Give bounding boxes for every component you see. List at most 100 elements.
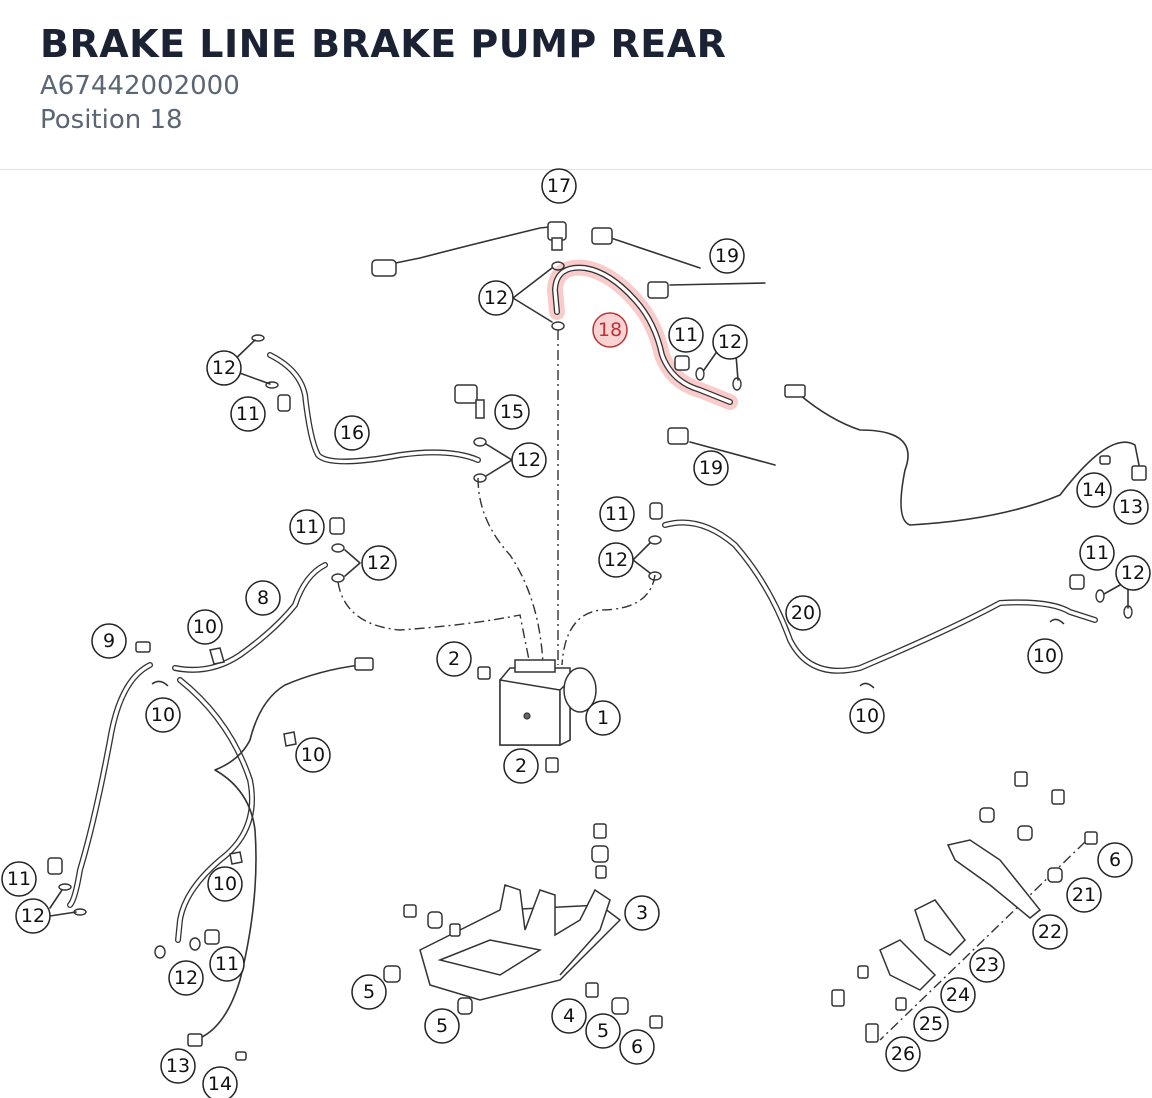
callout-10-a[interactable]: 10 (187, 609, 223, 645)
svg-text:26: 26 (891, 1043, 915, 1065)
svg-text:22: 22 (1038, 921, 1062, 943)
callout-18-highlighted[interactable]: 18 (592, 312, 628, 348)
svg-text:12: 12 (484, 287, 508, 309)
svg-text:8: 8 (257, 587, 269, 609)
svg-text:23: 23 (975, 954, 999, 976)
callout-12-bottom-left[interactable]: 12 (15, 898, 51, 934)
callout-11-far-right[interactable]: 11 (1079, 535, 1115, 571)
callout-12-right-mid[interactable]: 12 (598, 542, 634, 578)
svg-text:17: 17 (547, 175, 571, 197)
svg-text:10: 10 (855, 705, 879, 727)
small-fittings (47, 221, 1147, 1061)
callout-12-left-top[interactable]: 12 (206, 350, 242, 386)
svg-text:12: 12 (604, 549, 628, 571)
callout-10-f[interactable]: 10 (207, 866, 243, 902)
callout-11-bottom-mid[interactable]: 11 (209, 946, 245, 982)
callout-1[interactable]: 1 (585, 700, 621, 736)
callout-13-right[interactable]: 13 (1113, 489, 1149, 525)
rear-bracket-assembly[interactable] (879, 839, 1042, 991)
brake-lines (67, 225, 1141, 1041)
callout-4[interactable]: 4 (551, 998, 587, 1034)
abs-pump-unit[interactable] (499, 659, 597, 747)
svg-text:11: 11 (295, 516, 319, 538)
callout-5-b[interactable]: 5 (424, 1008, 460, 1044)
callout-6-bottom[interactable]: 6 (619, 1029, 655, 1065)
svg-text:19: 19 (699, 457, 723, 479)
callout-22[interactable]: 22 (1032, 914, 1068, 950)
callout-12-top[interactable]: 12 (478, 280, 514, 316)
callout-26[interactable]: 26 (885, 1036, 921, 1072)
callout-2-bottom[interactable]: 2 (503, 748, 539, 784)
callout-10-e[interactable]: 10 (295, 737, 331, 773)
svg-text:11: 11 (236, 403, 260, 425)
svg-text:10: 10 (151, 704, 175, 726)
callout-5-c[interactable]: 5 (585, 1013, 621, 1049)
highlight-part-18[interactable] (547, 259, 738, 410)
svg-text:12: 12 (212, 357, 236, 379)
svg-text:12: 12 (21, 905, 45, 927)
svg-text:21: 21 (1072, 884, 1096, 906)
svg-text:10: 10 (213, 873, 237, 895)
callout-11-bottom-left[interactable]: 11 (1, 861, 37, 897)
svg-text:5: 5 (597, 1020, 609, 1042)
svg-text:6: 6 (631, 1036, 643, 1058)
callout-12-bottom-mid[interactable]: 12 (168, 960, 204, 996)
callout-21[interactable]: 21 (1066, 877, 1102, 913)
callout-25[interactable]: 25 (913, 1006, 949, 1042)
svg-text:6: 6 (1109, 849, 1121, 871)
svg-text:11: 11 (674, 324, 698, 346)
header: BRAKE LINE BRAKE PUMP REAR A67442002000 … (0, 0, 1152, 170)
callout-12-right-top[interactable]: 12 (712, 324, 748, 360)
svg-text:19: 19 (715, 245, 739, 267)
callout-11-left-top[interactable]: 11 (230, 396, 266, 432)
callout-23[interactable]: 23 (969, 947, 1005, 983)
callout-24[interactable]: 24 (940, 977, 976, 1013)
svg-text:10: 10 (1033, 645, 1057, 667)
callout-14-right[interactable]: 14 (1076, 472, 1112, 508)
callout-12-left-mid[interactable]: 12 (361, 545, 397, 581)
callout-11-right-top[interactable]: 11 (668, 317, 704, 353)
callout-20[interactable]: 20 (785, 595, 821, 631)
callout-2-top[interactable]: 2 (436, 641, 472, 677)
callout-11-left-mid[interactable]: 11 (289, 509, 325, 545)
callout-17[interactable]: 17 (541, 168, 577, 204)
callout-15[interactable]: 15 (494, 394, 530, 430)
callout-19-mid[interactable]: 19 (693, 450, 729, 486)
callout-3[interactable]: 3 (624, 895, 660, 931)
callout-10-b[interactable]: 10 (1027, 638, 1063, 674)
callout-8[interactable]: 8 (245, 580, 281, 616)
svg-text:12: 12 (517, 449, 541, 471)
svg-text:11: 11 (1085, 542, 1109, 564)
callout-16[interactable]: 16 (334, 415, 370, 451)
part-number: A67442002000 (40, 71, 240, 101)
svg-text:20: 20 (791, 602, 815, 624)
svg-text:2: 2 (448, 648, 460, 670)
leader-lines (49, 267, 1129, 917)
callout-6-right[interactable]: 6 (1097, 842, 1133, 878)
svg-text:12: 12 (718, 331, 742, 353)
svg-text:2: 2 (515, 755, 527, 777)
callout-19-top[interactable]: 19 (709, 238, 745, 274)
callout-12-mid[interactable]: 12 (511, 442, 547, 478)
callout-11-right-mid[interactable]: 11 (599, 496, 635, 532)
callout-13-bottom[interactable]: 13 (160, 1048, 196, 1084)
svg-text:1: 1 (597, 707, 609, 729)
svg-text:15: 15 (500, 401, 524, 423)
callouts: 17 19 12 18 11 12 12 11 15 16 12 19 14 1… (1, 168, 1151, 1098)
svg-text:3: 3 (636, 902, 648, 924)
svg-text:16: 16 (340, 422, 364, 444)
svg-text:12: 12 (367, 552, 391, 574)
callout-10-c[interactable]: 10 (145, 697, 181, 733)
callout-9[interactable]: 9 (91, 623, 127, 659)
callout-5-a[interactable]: 5 (351, 974, 387, 1010)
mounting-bracket[interactable] (419, 884, 622, 1001)
callout-10-d[interactable]: 10 (849, 698, 885, 734)
callout-14-bottom[interactable]: 14 (202, 1066, 238, 1098)
svg-text:11: 11 (215, 953, 239, 975)
svg-text:12: 12 (1121, 562, 1145, 584)
svg-text:13: 13 (1119, 496, 1143, 518)
position-label: Position 18 (40, 105, 183, 135)
callout-12-far-right[interactable]: 12 (1115, 555, 1151, 591)
svg-text:14: 14 (1082, 479, 1106, 501)
